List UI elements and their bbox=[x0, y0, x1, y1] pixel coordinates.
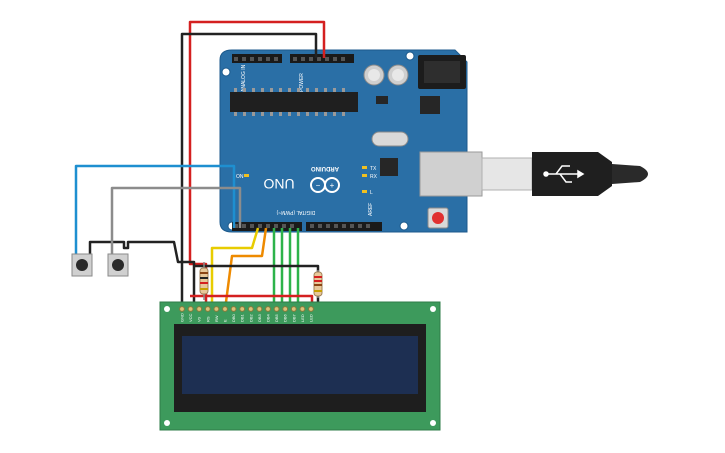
usb-b-port bbox=[419, 151, 483, 197]
usb-cable-strain bbox=[612, 164, 648, 184]
lcd-pin-label: GND bbox=[180, 313, 185, 322]
resistor-contrast bbox=[199, 262, 209, 300]
usb-plug-metal bbox=[481, 157, 533, 191]
on-led bbox=[244, 174, 249, 177]
wire-gray-button2 bbox=[110, 186, 242, 258]
wire-red-led bbox=[190, 294, 314, 302]
wire-blue-button1 bbox=[74, 164, 236, 258]
wire-black-gnd bbox=[180, 32, 318, 302]
aref-label: AREF bbox=[368, 203, 374, 216]
usb-icon bbox=[543, 165, 585, 183]
lcd-pin bbox=[265, 306, 271, 312]
top-header-pins bbox=[234, 57, 345, 61]
lcd-pin-label: DB3 bbox=[257, 313, 262, 322]
analog-header-label: ANALOG IN bbox=[241, 64, 247, 92]
l-led bbox=[362, 190, 367, 193]
resistor-backlight bbox=[313, 270, 323, 298]
mount-hole bbox=[221, 67, 231, 77]
svg-text:−: − bbox=[316, 181, 321, 190]
wire-yellow-rs bbox=[210, 227, 260, 302]
lcd-pin bbox=[213, 306, 220, 312]
lcd-mount-hole bbox=[430, 306, 436, 312]
model-label: UNO bbox=[263, 176, 294, 192]
push-button-2[interactable] bbox=[107, 253, 129, 277]
reset-button[interactable] bbox=[427, 207, 449, 229]
arduino-logo: − + bbox=[310, 177, 340, 193]
lcd-pin-label: DB7 bbox=[291, 313, 296, 322]
power-header bbox=[290, 54, 354, 63]
lcd-pin bbox=[247, 306, 254, 312]
l-label: L bbox=[370, 190, 373, 196]
lcd-pin-label: VCC bbox=[188, 313, 193, 322]
digital-header-pins bbox=[234, 224, 370, 228]
lcd-pin bbox=[273, 306, 280, 312]
lcd-mount-hole bbox=[164, 306, 170, 312]
lcd-pin bbox=[308, 306, 314, 312]
lcd-pin bbox=[204, 306, 211, 312]
voltage-regulator bbox=[420, 96, 440, 114]
lcd-pin-label: DB1 bbox=[240, 313, 245, 322]
lcd-pin bbox=[222, 306, 228, 312]
usb-cable bbox=[419, 151, 648, 197]
on-label: ON bbox=[236, 174, 244, 180]
lcd-screen bbox=[182, 336, 418, 394]
lcd-pin-label: V0 bbox=[197, 316, 202, 322]
digital-header-label: DIGITAL (PWM~) bbox=[276, 209, 315, 215]
rx-led bbox=[362, 174, 367, 177]
tx-led bbox=[362, 166, 367, 169]
lcd-pin bbox=[179, 306, 185, 312]
lcd-pin-label: LED bbox=[300, 314, 305, 322]
capacitor bbox=[387, 64, 409, 86]
push-button-1[interactable] bbox=[71, 253, 93, 277]
microcontroller-chip bbox=[230, 92, 358, 112]
lcd-pin bbox=[299, 306, 306, 312]
arduino-board: ANALOG IN POWER bbox=[219, 49, 468, 233]
tx-label: TX bbox=[370, 166, 377, 172]
lcd-pin bbox=[290, 306, 297, 312]
wire-black-button-ground bbox=[88, 240, 196, 302]
lcd-pin bbox=[282, 306, 289, 312]
lcd-pin-label: DB6 bbox=[283, 313, 288, 322]
mount-hole bbox=[405, 51, 415, 61]
capacitor bbox=[363, 64, 385, 86]
lcd-pin-label: DB4 bbox=[266, 313, 271, 322]
lcd-pin bbox=[196, 306, 203, 312]
crystal-oscillator bbox=[371, 131, 409, 147]
usb-interface-chip bbox=[380, 158, 398, 176]
svg-text:+: + bbox=[330, 181, 335, 190]
lcd-pin bbox=[256, 306, 263, 312]
lcd-pin bbox=[187, 306, 194, 312]
wire-orange-e bbox=[224, 227, 268, 303]
rx-label: RX bbox=[370, 174, 378, 180]
mount-hole bbox=[399, 221, 409, 231]
lcd-pin bbox=[230, 306, 237, 312]
analog-header bbox=[232, 54, 282, 63]
chip-legs bbox=[234, 88, 345, 116]
lcd-pin-label: DB5 bbox=[274, 313, 279, 322]
lcd-pin-label: RW bbox=[214, 315, 219, 322]
lcd-pin-label: RS bbox=[205, 316, 210, 322]
power-jack-inner bbox=[424, 61, 460, 83]
lcd-mount-hole bbox=[164, 420, 170, 426]
lcd-pin-label: DB0 bbox=[231, 313, 236, 322]
lcd-pin-label: LED bbox=[309, 314, 314, 322]
small-chip bbox=[376, 96, 388, 104]
lcd-mount-hole bbox=[430, 420, 436, 426]
lcd-pin-label: E bbox=[223, 319, 228, 322]
lcd-pin bbox=[239, 306, 246, 312]
power-header-label: POWER bbox=[299, 73, 305, 92]
brand-label: ARDUINO bbox=[311, 165, 339, 171]
wires bbox=[74, 20, 326, 303]
lcd-pin-label: DB2 bbox=[248, 313, 253, 322]
